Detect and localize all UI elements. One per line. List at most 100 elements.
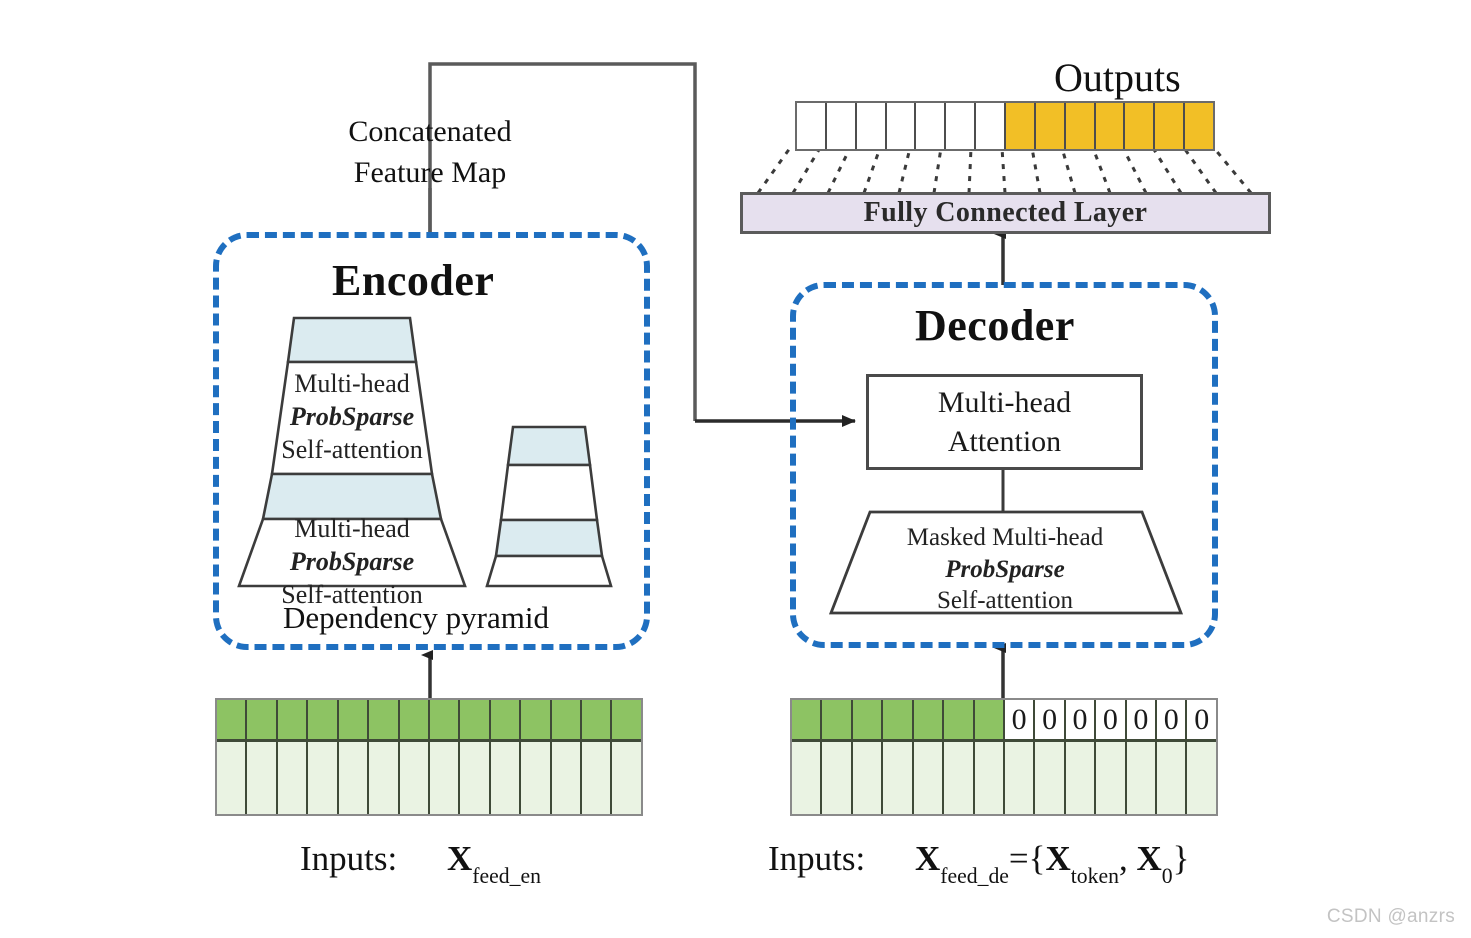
input-strip-bottom-row bbox=[792, 742, 1216, 814]
encoder-math-base: X bbox=[447, 839, 473, 878]
input-stamp-cell bbox=[217, 742, 248, 814]
multi-head-attention-box: Multi-head Attention bbox=[866, 374, 1143, 470]
input-stamp-cell bbox=[792, 742, 823, 814]
input-token-cell bbox=[944, 700, 975, 739]
input-stamp-cell bbox=[399, 742, 430, 814]
input-stamp-cell bbox=[460, 742, 491, 814]
input-stamp-cell bbox=[247, 742, 278, 814]
input-token-cell bbox=[277, 700, 309, 739]
input-token-cell bbox=[217, 700, 248, 739]
input-token-cell bbox=[913, 700, 945, 739]
input-token-cell bbox=[308, 700, 339, 739]
input-stamp-cell bbox=[974, 742, 1005, 814]
encoder-module bbox=[213, 232, 650, 650]
input-token-cell bbox=[883, 700, 914, 739]
output-cell bbox=[856, 103, 887, 149]
encoder-math-sub: feed_en bbox=[472, 863, 541, 888]
input-stamp-cell bbox=[913, 742, 945, 814]
output-cell bbox=[976, 103, 1007, 149]
encoder-inputs-math: Xfeed_en bbox=[447, 838, 541, 888]
output-cell bbox=[916, 103, 947, 149]
input-stamp-cell bbox=[944, 742, 975, 814]
input-token-cell bbox=[852, 700, 884, 739]
input-stamp-cell bbox=[490, 742, 522, 814]
output-cell bbox=[1095, 103, 1126, 149]
outputs-cell-strip bbox=[795, 101, 1215, 151]
input-zero-cell: 0 bbox=[1004, 700, 1036, 739]
input-strip-bottom-row bbox=[217, 742, 641, 814]
input-token-cell bbox=[551, 700, 583, 739]
decoder-inputs-label: Inputs: bbox=[768, 839, 866, 878]
decoder-title: Decoder bbox=[915, 301, 1075, 350]
encoder-dependency-pyramid-main: Multi-head ProbSparse Self-attention Mul… bbox=[232, 316, 472, 609]
encoder-inputs-label: Inputs: bbox=[300, 839, 398, 878]
input-token-cell bbox=[822, 700, 853, 739]
concat-line-1: Concatenated bbox=[348, 115, 512, 148]
attention-line-1: Multi-head bbox=[937, 386, 1072, 419]
input-zero-cell: 0 bbox=[1157, 700, 1188, 739]
input-token-cell bbox=[369, 700, 400, 739]
input-token-cell bbox=[460, 700, 491, 739]
input-token-cell bbox=[399, 700, 430, 739]
input-stamp-cell bbox=[852, 742, 884, 814]
concat-line-2: Feature Map bbox=[353, 155, 507, 189]
output-cell bbox=[826, 103, 857, 149]
input-token-cell bbox=[612, 700, 641, 739]
input-stamp-cell bbox=[521, 742, 552, 814]
input-zero-cell: 0 bbox=[1187, 700, 1216, 739]
input-stamp-cell bbox=[277, 742, 309, 814]
input-stamp-cell bbox=[1035, 742, 1066, 814]
input-token-cell bbox=[582, 700, 613, 739]
input-stamp-cell bbox=[1004, 742, 1036, 814]
decoder-inputs-math: Xfeed_de={Xtoken, X0} bbox=[915, 839, 1190, 888]
output-cell bbox=[1006, 103, 1036, 149]
input-stamp-cell bbox=[1065, 742, 1097, 814]
concatenated-feature-map-label: Concatenated Feature Map bbox=[330, 112, 530, 193]
input-stamp-cell bbox=[429, 742, 461, 814]
input-zero-cell: 0 bbox=[1096, 700, 1127, 739]
input-stamp-cell bbox=[582, 742, 613, 814]
input-stamp-cell bbox=[1187, 742, 1216, 814]
encoder-input-strip bbox=[215, 698, 643, 816]
input-stamp-cell bbox=[551, 742, 583, 814]
input-stamp-cell bbox=[612, 742, 641, 814]
output-cell bbox=[1125, 103, 1156, 149]
output-cell bbox=[1035, 103, 1066, 149]
input-stamp-cell bbox=[308, 742, 339, 814]
output-cell bbox=[886, 103, 917, 149]
input-stamp-cell bbox=[1157, 742, 1188, 814]
input-stamp-cell bbox=[883, 742, 914, 814]
output-cell bbox=[946, 103, 977, 149]
dependency-pyramid-caption: Dependency pyramid bbox=[283, 600, 549, 635]
output-cell bbox=[1155, 103, 1186, 149]
input-strip-top-row bbox=[217, 700, 641, 742]
decoder-module bbox=[790, 282, 1218, 648]
csdn-watermark: CSDN @anzrs bbox=[1326, 906, 1455, 927]
input-token-cell bbox=[338, 700, 370, 739]
input-stamp-cell bbox=[822, 742, 853, 814]
outputs-title: Outputs bbox=[1054, 55, 1181, 100]
input-stamp-cell bbox=[1126, 742, 1158, 814]
input-stamp-cell bbox=[369, 742, 400, 814]
fully-connected-layer: Fully Connected Layer bbox=[740, 192, 1271, 234]
input-zero-cell: 0 bbox=[1126, 700, 1158, 739]
input-zero-cell: 0 bbox=[1035, 700, 1066, 739]
attention-line-2: Attention bbox=[947, 425, 1062, 458]
input-token-cell bbox=[490, 700, 522, 739]
output-cell bbox=[1185, 103, 1214, 149]
output-cell bbox=[797, 103, 827, 149]
input-token-cell bbox=[429, 700, 461, 739]
input-token-cell bbox=[792, 700, 823, 739]
input-zero-cell: 0 bbox=[1065, 700, 1097, 739]
input-token-cell bbox=[521, 700, 552, 739]
masked-multi-head-block: Masked Multi-head ProbSparse Self-attent… bbox=[826, 510, 1184, 615]
input-token-cell bbox=[247, 700, 278, 739]
output-cell bbox=[1065, 103, 1096, 149]
input-stamp-cell bbox=[338, 742, 370, 814]
encoder-dependency-pyramid-small bbox=[480, 425, 620, 588]
encoder-title: Encoder bbox=[332, 256, 495, 305]
input-token-cell bbox=[974, 700, 1005, 739]
